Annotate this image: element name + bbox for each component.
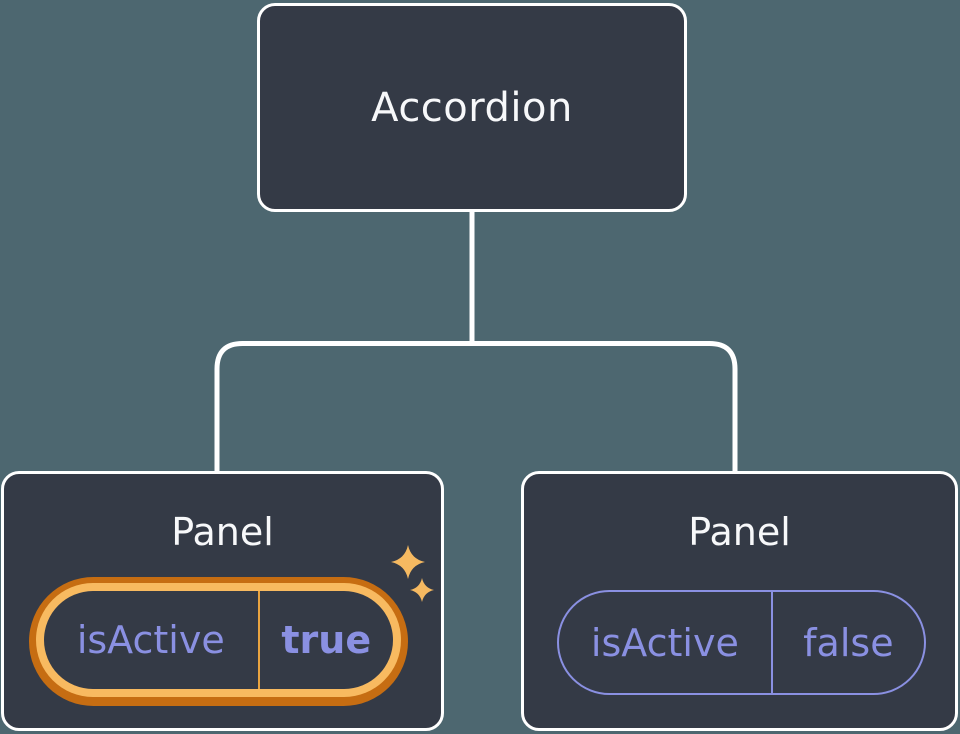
state-key: isActive (559, 592, 773, 693)
state-value: true (281, 618, 372, 662)
accordion-node: Accordion (257, 3, 687, 212)
accordion-node-label: Accordion (371, 84, 573, 131)
state-pill-inactive: isActive false (557, 590, 926, 695)
panel-node-active: Panel isActive true (1, 471, 444, 731)
panel-node-inactive: Panel isActive false (521, 471, 958, 731)
state-pill-active-inner-ring: isActive true (36, 583, 401, 697)
connector-bracket (214, 341, 738, 472)
sparkle-large-icon (391, 545, 425, 579)
panel-node-label: Panel (171, 510, 274, 554)
state-value: false (803, 620, 894, 665)
state-key: isActive (44, 591, 260, 689)
panel-node-label: Panel (688, 510, 791, 554)
sparkle-icon (391, 545, 434, 602)
state-pill-active: isActive true (44, 591, 393, 689)
sparkle-small-icon (410, 578, 434, 602)
state-pill-active-outer-ring: isActive true (29, 577, 408, 706)
